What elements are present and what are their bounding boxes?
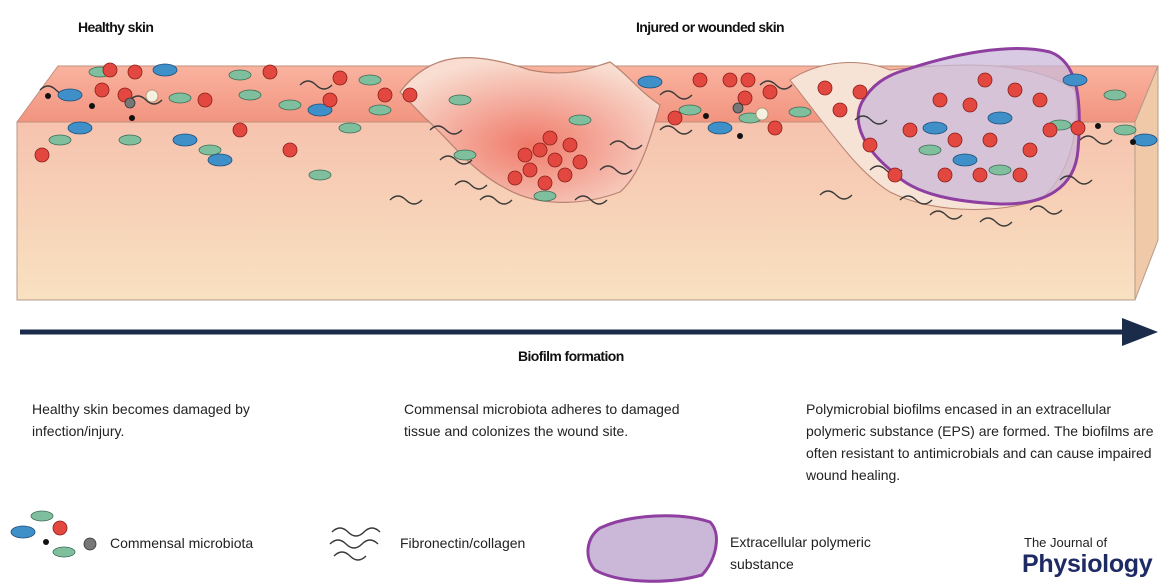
stage-1-description: Healthy skin becomes damaged by infectio… — [32, 398, 287, 442]
journal-logo: Physiology — [1022, 550, 1152, 579]
legend-microbiota-label: Commensal microbiota — [110, 532, 253, 554]
biofilm-formation-label: Biofilm formation — [518, 348, 624, 364]
journal-name-line1: The Journal of — [1024, 535, 1107, 550]
legend-microbiota-icon — [11, 511, 96, 557]
legend-fibronectin-icon — [330, 528, 380, 560]
stage-3-description: Polymicrobial biofilms encased in an ext… — [806, 398, 1168, 486]
arrow-head-icon — [1122, 318, 1158, 346]
legend-fibronectin-label: Fibronectin/collagen — [400, 532, 525, 554]
legend-eps-icon — [588, 516, 716, 581]
legend-eps-label: Extracellular polymeric substance — [730, 531, 915, 575]
stage-2-description: Commensal microbiota adheres to damaged … — [404, 398, 694, 442]
